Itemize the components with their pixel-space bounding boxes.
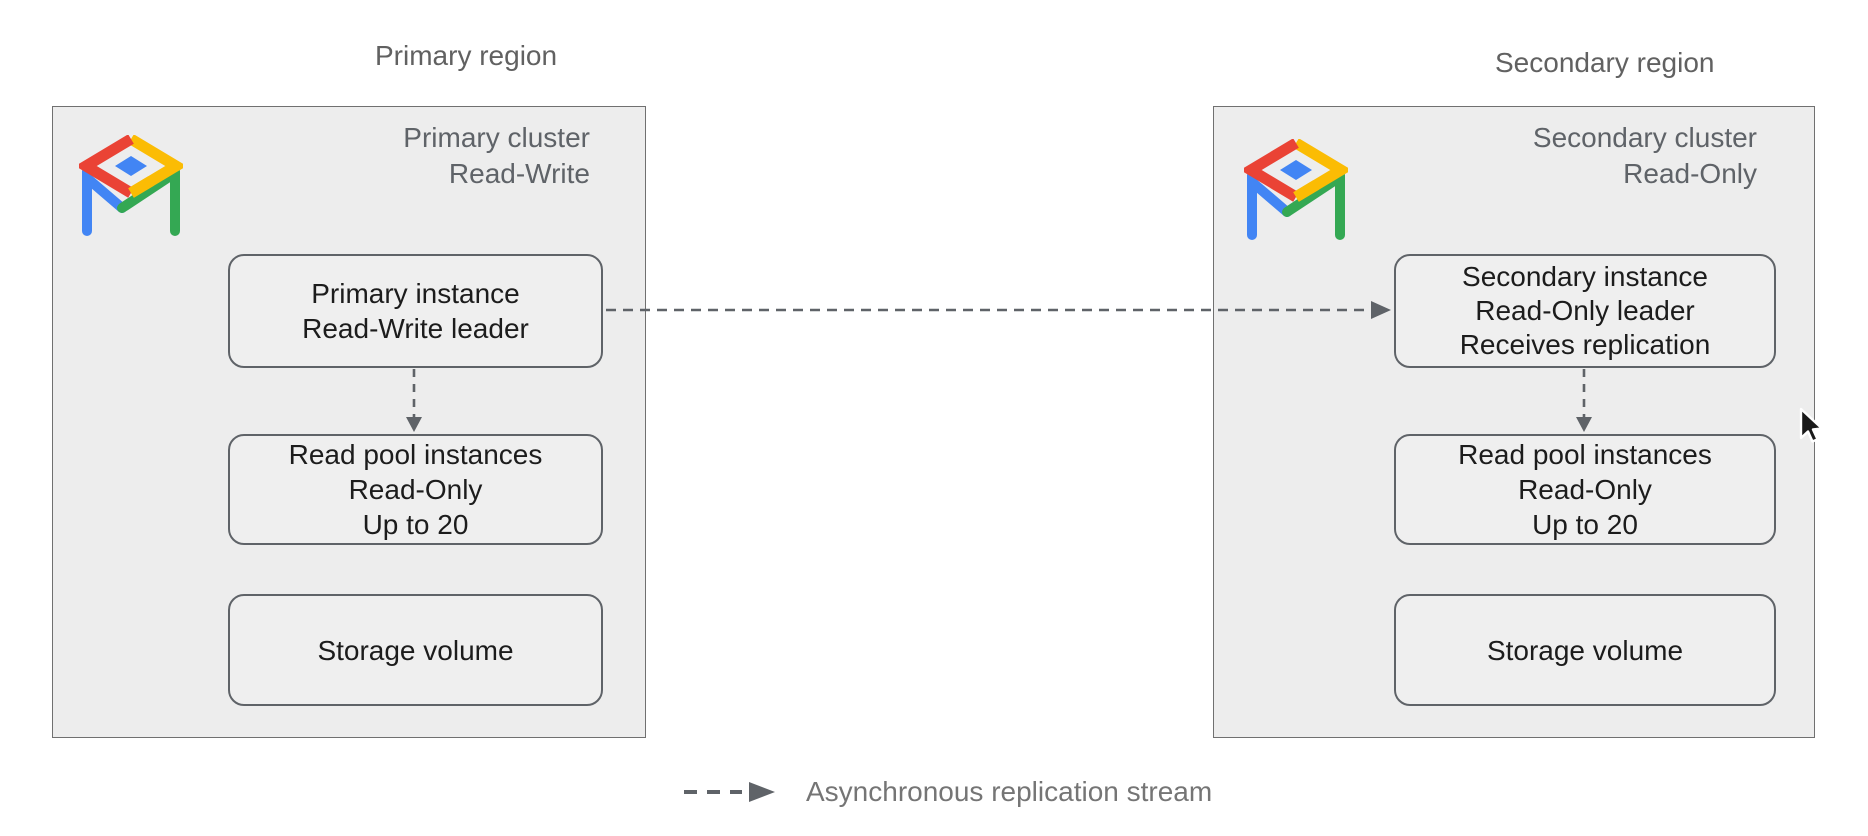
secondary-read-pool-line1: Read pool instances	[1458, 439, 1712, 470]
primary-storage-label: Storage volume	[317, 634, 514, 666]
secondary-region-label: Secondary region	[1495, 47, 1715, 78]
alloydb-logo-icon	[79, 135, 183, 236]
legend-arrow-icon	[684, 782, 775, 802]
primary-cluster-title-line2: Read-Write	[448, 158, 590, 189]
secondary-instance-line3: Receives replication	[1459, 329, 1711, 360]
primary-cluster-title-line1: Primary cluster	[403, 122, 590, 153]
primary-instance-line2: Read-Write leader	[302, 313, 529, 344]
secondary-instance-line1: Secondary instance	[1462, 261, 1708, 292]
secondary-cluster-title-line1: Secondary cluster	[1532, 122, 1757, 153]
secondary-instance-line2: Read-Only leader	[1475, 295, 1695, 326]
mouse-cursor-icon	[1799, 407, 1824, 443]
secondary-cluster-title-line2: Read-Only	[1623, 158, 1757, 189]
legend-label: Asynchronous replication stream	[806, 776, 1213, 807]
primary-read-pool-line1: Read pool instances	[288, 439, 543, 470]
primary-instance-line1: Primary instance	[311, 278, 520, 309]
secondary-storage-node: Storage volume	[1394, 594, 1776, 706]
primary-storage-node: Storage volume	[228, 594, 603, 706]
secondary-cluster-title: Secondary cluster Read-Only	[1533, 120, 1757, 192]
primary-cluster-title: Primary cluster Read-Write	[403, 120, 590, 192]
primary-read-pool-node: Read pool instances Read-Only Up to 20	[228, 434, 603, 545]
secondary-instance-node: Secondary instance Read-Only leader Rece…	[1394, 254, 1776, 368]
secondary-cluster-box: Secondary cluster Read-Only Secondary in…	[1213, 106, 1815, 738]
secondary-read-pool-line3: Up to 20	[1532, 509, 1638, 540]
secondary-storage-label: Storage volume	[1486, 634, 1684, 666]
secondary-read-pool-node: Read pool instances Read-Only Up to 20	[1394, 434, 1776, 545]
primary-region-label: Primary region	[375, 40, 558, 71]
primary-cluster-box: Primary cluster Read-Write Primary insta…	[52, 106, 646, 738]
primary-read-pool-line2: Read-Only	[348, 474, 483, 505]
secondary-read-pool-line2: Read-Only	[1518, 474, 1652, 505]
alloydb-logo-icon	[1244, 139, 1348, 240]
primary-instance-node: Primary instance Read-Write leader	[228, 254, 603, 368]
primary-read-pool-line3: Up to 20	[362, 509, 469, 540]
